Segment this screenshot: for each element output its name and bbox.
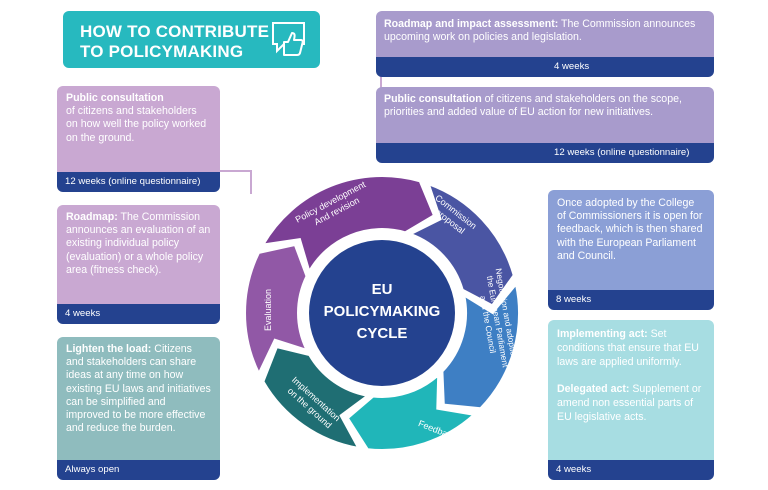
card-lighten-the-load: Lighten the load: Citizens and stakehold… <box>57 337 220 480</box>
thumbs-up-speech-icon <box>272 22 305 56</box>
card-footer: 12 weeks (online questionnaire) <box>57 172 220 192</box>
page-title: HOW TO CONTRIBUTE TO POLICYMAKING <box>80 22 270 61</box>
card-footer: 4 weeks <box>548 460 714 480</box>
segment-label-evaluation: Evaluation <box>263 289 273 331</box>
card-footer: 12 weeks (online questionnaire) <box>376 143 714 163</box>
center-label-line2: POLICYMAKING <box>324 303 441 320</box>
center-label-line3: CYCLE <box>357 325 408 342</box>
connector-line <box>250 170 252 194</box>
connector-line <box>220 170 250 172</box>
segment-evaluation <box>244 243 309 376</box>
segment-implementation <box>262 345 370 450</box>
cycle-center <box>309 240 455 386</box>
card-implementing-delegated-acts: Implementing act: Set conditions that en… <box>548 320 714 480</box>
card-footer: 4 weeks <box>57 304 220 324</box>
title-banner: HOW TO CONTRIBUTE TO POLICYMAKING <box>63 11 320 68</box>
card-public-consultation-new: Public consultation of citizens and stak… <box>376 87 714 163</box>
card-footer: Always open <box>57 460 220 480</box>
segment-commission-proposal <box>408 182 515 307</box>
card-roadmap-evaluation: Roadmap: The Commission announces an eva… <box>57 205 220 324</box>
segment-negotiation-adoption <box>441 282 520 410</box>
card-footer: 8 weeks <box>548 290 714 310</box>
card-roadmap-impact-assessment: Roadmap and impact assessment: The Commi… <box>376 11 714 77</box>
card-footer: 4 weeks <box>376 57 714 77</box>
center-label-line1: EU <box>372 281 393 298</box>
card-public-consultation-existing: Public consultation of citizens and stak… <box>57 86 220 192</box>
card-feedback-adopted: Once adopted by the College of Commissio… <box>548 190 714 310</box>
segment-feedback <box>346 373 476 451</box>
segment-policy-development <box>261 174 436 274</box>
